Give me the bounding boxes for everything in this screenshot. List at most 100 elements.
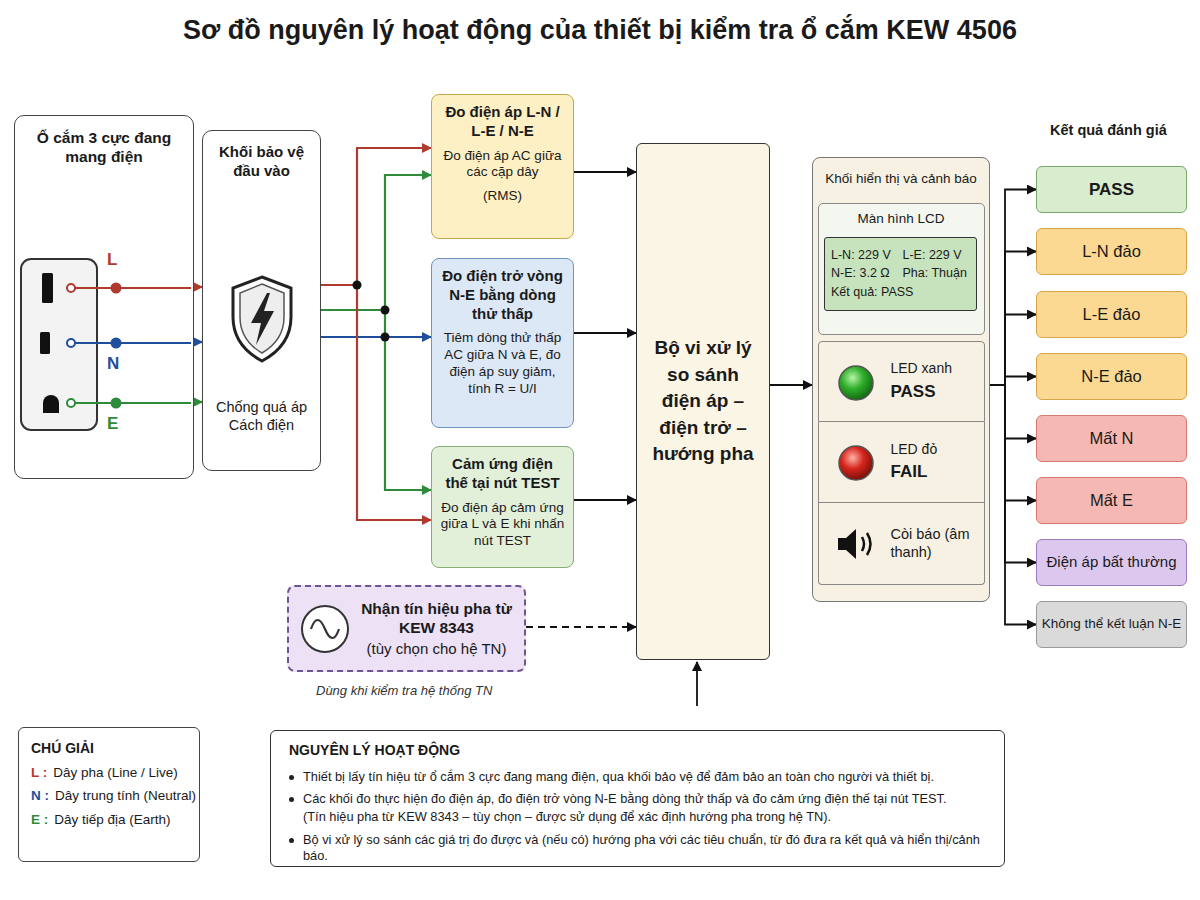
lcd-box: Màn hình LCD L-N: 229 VL-E: 229 VN-E: 3.2… [818, 203, 985, 335]
connector [574, 171, 636, 173]
result-box: Không thể kết luận N-E [1036, 601, 1187, 648]
connector [321, 285, 431, 520]
green-led [837, 364, 875, 402]
text-label: L [107, 250, 117, 270]
node-text: Tiêm dòng thử thấp AC giữa N và E, đo đi… [439, 330, 566, 398]
text-label: Dùng khi kiểm tra hệ thống TN [316, 683, 492, 698]
node-title: Khối hiển thị và cảnh báo [819, 171, 983, 188]
speaker-icon [835, 525, 879, 563]
connector [321, 310, 431, 490]
node-title: L-E đảo [1083, 304, 1141, 325]
node-title: Ổ cắm 3 cực đang mang điện [23, 128, 185, 167]
node-text: Đo điện áp AC giữa các cặp dây [439, 148, 566, 182]
bullet-text: (Tín hiệu pha từ KEW 8343 – tùy chọn – đ… [303, 809, 986, 825]
shield-icon [227, 273, 297, 365]
connector [990, 385, 1036, 501]
node-title: LED đỏ [891, 441, 978, 459]
node-text: (RMS) [439, 188, 566, 205]
node-title: L-N: 229 V [831, 248, 899, 264]
connector [990, 385, 1036, 439]
legend-box: CHÚ GIẢIL :Dây pha (Line / Live)N :Dây t… [18, 727, 200, 862]
processor-box: Bộ vi xử lý so sánh điện áp – điện trở –… [636, 143, 770, 660]
led-red: LED đỏ FAIL [818, 422, 985, 503]
result-box: Điện áp bất thường [1036, 539, 1187, 586]
result-box: N-E đảo [1036, 353, 1187, 400]
node-text: Chống quá áp Cách điện [209, 398, 314, 434]
connector [574, 332, 636, 334]
node-title: Đo điện trở vòng N-E bằng dòng thử thấp [439, 267, 566, 323]
node-text: Kết quả: PASS [831, 285, 970, 301]
node-title: Còi báo (âm thanh) [891, 525, 977, 561]
socket-box: Ổ cắm 3 cực đang mang điện [14, 115, 194, 479]
protection-box: Khối bảo vệ đầu vàoChống quá áp Cách điệ… [202, 130, 321, 471]
connector [990, 252, 1036, 386]
node-text: Đo điện áp cảm ứng giữa L và E khi nhấn … [439, 500, 566, 551]
test-block: Cảm ứng điện thế tại nút TEST Đo điện áp … [431, 446, 574, 568]
node-text: (tùy chọn cho hệ TN) [355, 640, 518, 659]
node-title: Cảm ứng điện thế tại nút TEST [439, 455, 566, 493]
connector [526, 626, 636, 628]
connector [990, 385, 1036, 563]
text-label: N [107, 354, 119, 374]
bullet-text: Thiết bị lấy tín hiệu từ ổ cắm 3 cực đan… [303, 769, 986, 785]
legend-key: L : [31, 765, 47, 780]
node-title: Đo điện áp L-N / L-E / N-E [439, 103, 566, 141]
socket-illustration [15, 116, 191, 476]
text-label: E [107, 414, 118, 434]
principle-box: NGUYÊN LÝ HOẠT ĐỘNGThiết bị lấy tín hiệu… [270, 730, 1005, 867]
legend-key: E : [31, 812, 48, 827]
connector [574, 499, 636, 501]
node-title: Màn hình LCD [823, 211, 980, 228]
node-title: Mất E [1090, 490, 1133, 511]
node-text: PASS [891, 381, 978, 402]
legend-row: N :Dây trung tính (Neutral) [31, 788, 187, 805]
connector [321, 148, 431, 285]
diagram-title: Sơ đồ nguyên lý hoạt động của thiết bị k… [0, 14, 1200, 48]
node-title: CHÚ GIẢI [31, 740, 187, 758]
connector [990, 385, 1036, 625]
display-panel: Khối hiển thị và cảnh báoMàn hình LCD L-N… [812, 157, 990, 602]
node-text: Pha: Thuận [903, 266, 971, 282]
node-title: N-E đảo [1081, 366, 1142, 387]
node-title: LED xanh [891, 360, 978, 378]
lcd-screen: L-N: 229 VL-E: 229 VN-E: 3.2 ΩPha: Thuận… [824, 237, 977, 311]
connector [990, 190, 1036, 386]
node-title: Nhận tín hiệu pha từ KEW 8343 [355, 599, 518, 638]
result-box: Mất E [1036, 477, 1187, 524]
node-title: Khối bảo vệ đầu vào [209, 143, 314, 181]
result-box: Mất N [1036, 415, 1187, 462]
node-text: L-E: 229 V [903, 248, 971, 264]
legend-text: Dây trung tính (Neutral) [55, 788, 196, 803]
resistance-block: Đo điện trở vòng N-E bằng dòng thử thấpT… [431, 258, 574, 428]
node-title: Không thể kết luận N-E [1042, 616, 1182, 633]
node-title: PASS [1089, 179, 1134, 200]
buzzer-box: Còi báo (âm thanh) [818, 503, 985, 585]
result-box: L-N đảo [1036, 228, 1187, 275]
node-text: FAIL [891, 461, 978, 482]
legend-row: E : Dây tiếp địa (Earth) [31, 812, 187, 829]
input-arrow [696, 662, 698, 706]
connector [770, 384, 812, 386]
result-box: PASS [1036, 166, 1187, 213]
bullet-text: Các khối đo thực hiện đo điện áp, đo điệ… [303, 791, 986, 807]
result-box: L-E đảo [1036, 291, 1187, 338]
phase-signal-box: Nhận tín hiệu pha từ KEW 8343 (tùy chọn c… [287, 585, 526, 672]
legend-key: N : [31, 788, 49, 803]
bullet-text: Bộ vi xử lý so sánh các giá trị đo được … [303, 832, 986, 864]
red-led [837, 444, 875, 482]
connector [194, 341, 202, 343]
legend-text: Dây tiếp địa (Earth) [54, 812, 170, 827]
node-text: N-E: 3.2 Ω [831, 266, 899, 282]
voltage-block: Đo điện áp L-N / L-E / N-E Đo điện áp AC … [431, 94, 574, 239]
legend-text: Dây pha (Line / Live) [53, 765, 178, 780]
led-green: LED xanhPASS [818, 341, 985, 422]
sine-source-icon [299, 603, 351, 655]
node-title: Mất N [1089, 428, 1133, 449]
connector [194, 401, 202, 403]
connector [990, 315, 1036, 386]
node-title: Bộ vi xử lý so sánh điện áp – điện trở –… [645, 335, 761, 468]
junction-dots [353, 281, 390, 342]
connector [321, 175, 431, 310]
legend-row: L : Dây pha (Line / Live) [31, 765, 187, 782]
